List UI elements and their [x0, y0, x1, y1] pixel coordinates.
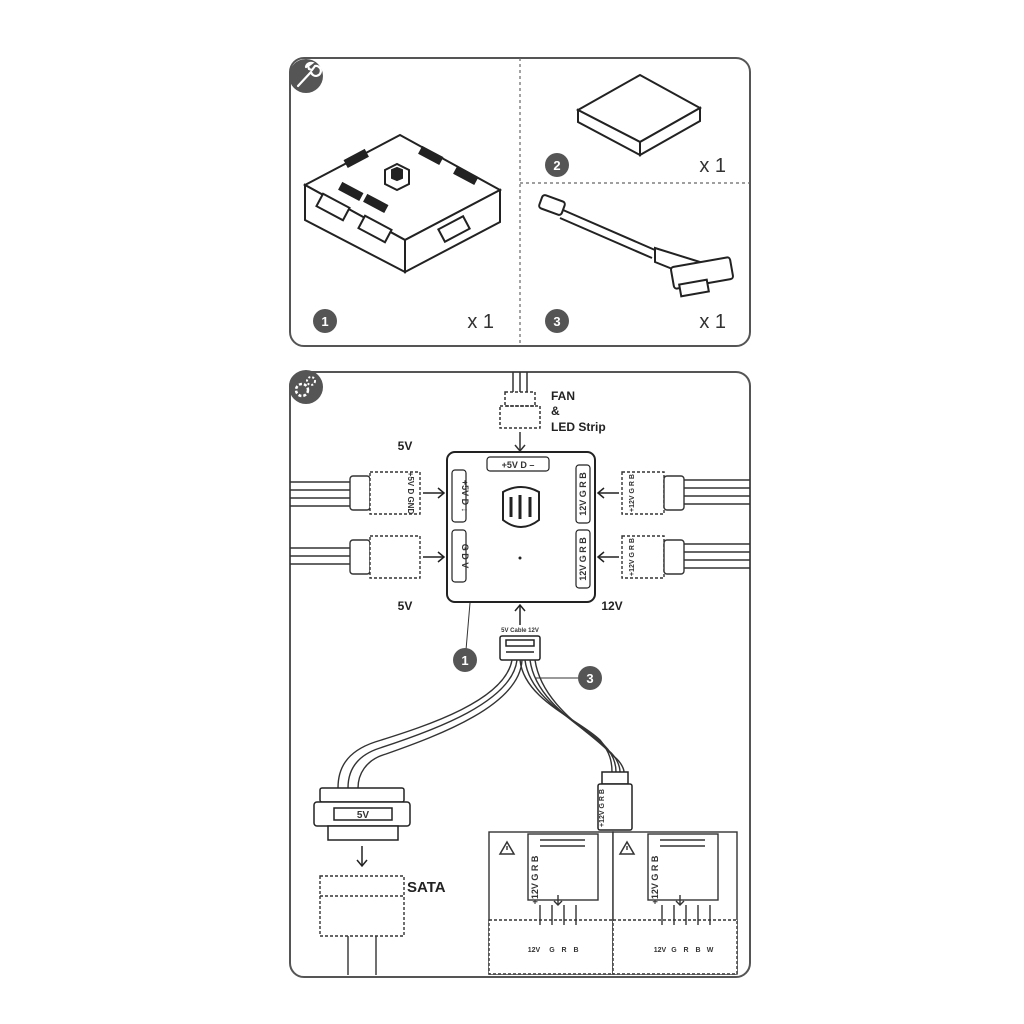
- item-quantity-2: x 1: [699, 155, 726, 177]
- svg-text:R: R: [561, 947, 566, 954]
- item-quantity-1: x 1: [467, 311, 494, 333]
- cable-wires: [337, 659, 625, 789]
- fan-label: FAN: [551, 389, 575, 403]
- item-badge-2: 2: [545, 153, 569, 177]
- right-arrow-1: [596, 487, 619, 499]
- fan-amp-label: &: [551, 404, 560, 418]
- svg-text:B: B: [573, 947, 578, 954]
- cable-connector: [499, 635, 541, 661]
- item-badge-1: 1: [313, 309, 337, 333]
- right-plug-12v-2: +12V G R B: [621, 535, 750, 579]
- left-plug-5v-2: [290, 535, 421, 579]
- sata-arrow: [356, 846, 368, 868]
- svg-text:R: R: [683, 947, 688, 954]
- hub-box: +5V D – +5V D ↓ G D V 12V G R B 12V G R …: [446, 451, 596, 603]
- five-v-label-top: 5V: [398, 439, 413, 453]
- right-plug-2-pins: +12V G R B: [629, 538, 636, 576]
- svg-text:1: 1: [321, 314, 328, 329]
- left-arrow-2: [423, 551, 446, 563]
- rgb-connector: +12V G R B: [597, 771, 633, 831]
- adhesive-pad-illustration: [575, 73, 703, 157]
- led-strip-box-2: +12V G R B: [612, 831, 738, 975]
- svg-text:W: W: [707, 947, 714, 954]
- rgb-connector-pins: +12V G R B: [599, 789, 606, 827]
- svg-text:2: 2: [553, 158, 560, 173]
- item-badge-3: 3: [545, 309, 569, 333]
- cable-badge-3: 3: [578, 666, 602, 690]
- svg-text:12V: 12V: [528, 947, 541, 954]
- wrench-icon: [289, 59, 323, 93]
- strip-1-pins-top: +12V G R B: [530, 855, 540, 904]
- svg-text:3: 3: [553, 314, 560, 329]
- left-plug-1-pins: +5V D GND: [406, 472, 415, 515]
- twelve-v-label: 12V: [601, 599, 622, 613]
- five-v-label-bottom: 5V: [398, 599, 413, 613]
- svg-text:B: B: [695, 947, 700, 954]
- svg-text:G: G: [549, 947, 555, 954]
- sata-label: SATA: [407, 879, 446, 896]
- connector-pin-labels: 5V Cable 12V: [501, 628, 539, 634]
- hub-top-port-label: +5V D –: [502, 460, 535, 470]
- sata-socket: [319, 875, 405, 975]
- right-plug-12v-1: +12V G R B: [621, 471, 750, 515]
- hub-illustration: [302, 133, 503, 274]
- right-plug-1-pins: +12V G R B: [629, 474, 636, 512]
- hub-right-port-2-label: 12V G R B: [578, 537, 588, 581]
- sata-plug-label: 5V: [357, 810, 370, 821]
- svg-text:3: 3: [586, 671, 593, 686]
- strip-2-pins-top: +12V G R B: [650, 855, 660, 904]
- right-arrow-2: [596, 551, 619, 563]
- fan-connector: [499, 372, 541, 453]
- hub-left-port-1-label: +5V D ↓: [460, 480, 470, 512]
- left-plug-5v-1: +5V D GND: [290, 471, 421, 515]
- led-strip-label: LED Strip: [551, 420, 606, 434]
- sata-plug: 5V: [313, 787, 411, 841]
- gear-icon: [289, 370, 323, 404]
- badge-1-leader: [465, 602, 471, 651]
- svg-text:12V: 12V: [654, 947, 667, 954]
- svg-text:G: G: [671, 947, 677, 954]
- strip-2-pin-labels: 12V G R B W: [654, 947, 714, 954]
- deepcool-logo: [502, 486, 540, 528]
- hub-right-port-1-label: 12V G R B: [578, 472, 588, 516]
- sata-cable-illustration: [538, 194, 734, 298]
- item-quantity-3: x 1: [699, 311, 726, 333]
- led-strip-box-1: +12V G R B: [488, 831, 614, 975]
- left-arrow-1: [423, 487, 446, 499]
- bottom-arrow: [514, 603, 526, 625]
- hub-left-port-2-label: G D V: [460, 544, 470, 569]
- strip-1-pin-labels: 12V G R B: [528, 947, 579, 954]
- cable-badge-1: 1: [453, 648, 477, 672]
- svg-text:1: 1: [461, 653, 468, 668]
